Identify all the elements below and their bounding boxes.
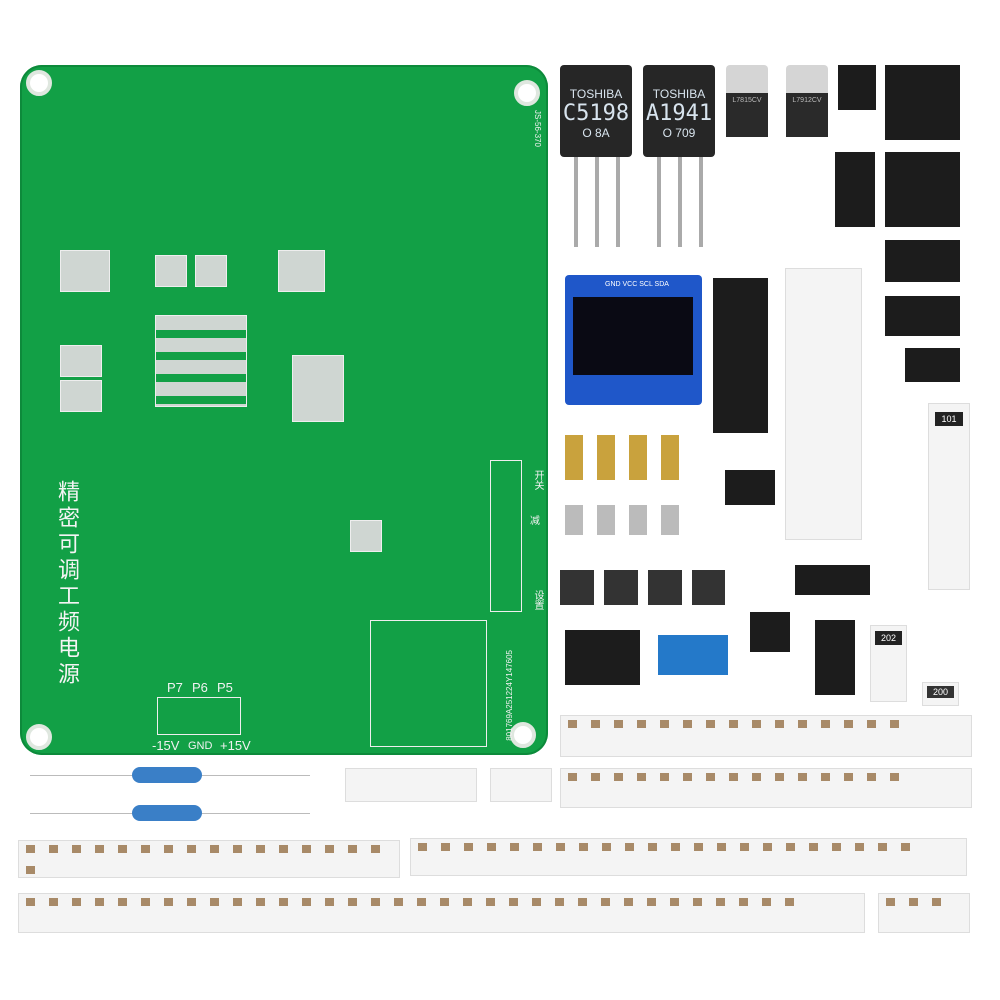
label-minus15v: -15V xyxy=(152,738,180,753)
smd-regulator xyxy=(885,240,960,282)
pad xyxy=(195,255,227,287)
sub-mark: O 8A xyxy=(582,126,610,140)
oled-screen xyxy=(573,297,693,375)
smd-transistors xyxy=(815,620,855,695)
mount-hole xyxy=(514,80,540,106)
smd-tape-row xyxy=(560,715,972,757)
lead xyxy=(699,157,703,247)
smd-tape-row xyxy=(560,768,972,808)
serial-number: 801769A251224Y147605 xyxy=(505,650,514,741)
sub-mark: O 709 xyxy=(662,126,696,140)
part-number: L7815CV xyxy=(726,93,768,137)
resistor-code: 200 xyxy=(927,686,954,698)
minus-label: 减 xyxy=(530,516,540,527)
ic-soic xyxy=(835,152,875,227)
part-number: C5198 xyxy=(562,101,630,126)
set-label: 设置 xyxy=(532,590,543,610)
smd-tape-row xyxy=(18,893,865,933)
lead xyxy=(595,157,599,247)
resistor-code: 202 xyxy=(875,631,902,645)
board-code: JS-56-370 xyxy=(533,110,542,147)
smd-regulator xyxy=(885,296,960,336)
pad xyxy=(60,380,102,412)
brand: TOSHIBA xyxy=(652,87,706,101)
ic-tape xyxy=(713,278,768,433)
resistor-200: 200 xyxy=(922,682,959,706)
pad xyxy=(60,250,110,292)
lead xyxy=(616,157,620,247)
smd-tape-row xyxy=(410,838,967,876)
pad xyxy=(60,345,102,377)
smd-diode xyxy=(838,65,876,110)
screw-terminal xyxy=(658,635,728,675)
part-number: L7912CV xyxy=(786,93,828,137)
oled-module: GND VCC SCL SDA xyxy=(565,275,702,405)
transistor-c5198: TOSHIBA C5198 O 8A xyxy=(560,65,632,157)
header-strip xyxy=(490,768,552,802)
brand: TOSHIBA xyxy=(569,87,623,101)
smd-tape-row xyxy=(18,840,400,878)
oled-outline xyxy=(370,620,487,747)
oled-pin-labels: GND VCC SCL SDA xyxy=(605,281,669,288)
label-p5: P5 xyxy=(217,680,233,695)
smd-regulator xyxy=(905,348,960,382)
screws xyxy=(565,505,685,535)
label-p6: P6 xyxy=(192,680,208,695)
part-number: A1941 xyxy=(645,101,713,126)
ic-sockets xyxy=(565,630,640,685)
bridge-rectifier xyxy=(795,565,870,595)
pcb-board xyxy=(20,65,548,755)
power-terminal-footprint xyxy=(157,697,241,735)
smd-regulator xyxy=(885,65,960,140)
smd-tape-row xyxy=(878,893,970,933)
pad-array xyxy=(155,315,247,407)
mount-hole xyxy=(26,70,52,96)
switch-label: 开关 xyxy=(532,470,543,490)
resistor-tape-202: 202 xyxy=(870,625,907,702)
lead xyxy=(657,157,661,247)
label-gnd: GND xyxy=(188,740,213,752)
mcu-footprint xyxy=(350,520,382,552)
mcu-chip xyxy=(750,612,790,652)
regulator-7815: L7815CV xyxy=(726,65,768,155)
header-strip xyxy=(345,768,477,802)
pad xyxy=(155,255,187,287)
lead xyxy=(678,157,682,247)
label-plus15v: +15V xyxy=(220,738,251,753)
through-hole-resistor xyxy=(132,805,202,821)
smd-regulator xyxy=(885,152,960,227)
pin-header-female xyxy=(725,470,775,505)
lead xyxy=(574,157,578,247)
resistor-tape-101: 101 xyxy=(928,403,970,590)
regulator-7912: L7912CV xyxy=(786,65,828,155)
board-title: 精密可调工频电源 xyxy=(54,480,79,688)
transistor-a1941: TOSHIBA A1941 O 709 xyxy=(643,65,715,157)
trimpot-tape xyxy=(785,268,862,540)
pad xyxy=(278,250,325,292)
label-p7: P7 xyxy=(167,680,183,695)
pad xyxy=(292,355,344,422)
mount-hole xyxy=(26,724,52,750)
through-hole-resistor xyxy=(132,767,202,783)
resistor-code: 101 xyxy=(935,412,963,426)
brass-standoffs xyxy=(565,435,685,480)
mount-hole xyxy=(510,722,536,748)
tactile-buttons xyxy=(560,570,725,605)
button-footprints xyxy=(490,460,522,612)
